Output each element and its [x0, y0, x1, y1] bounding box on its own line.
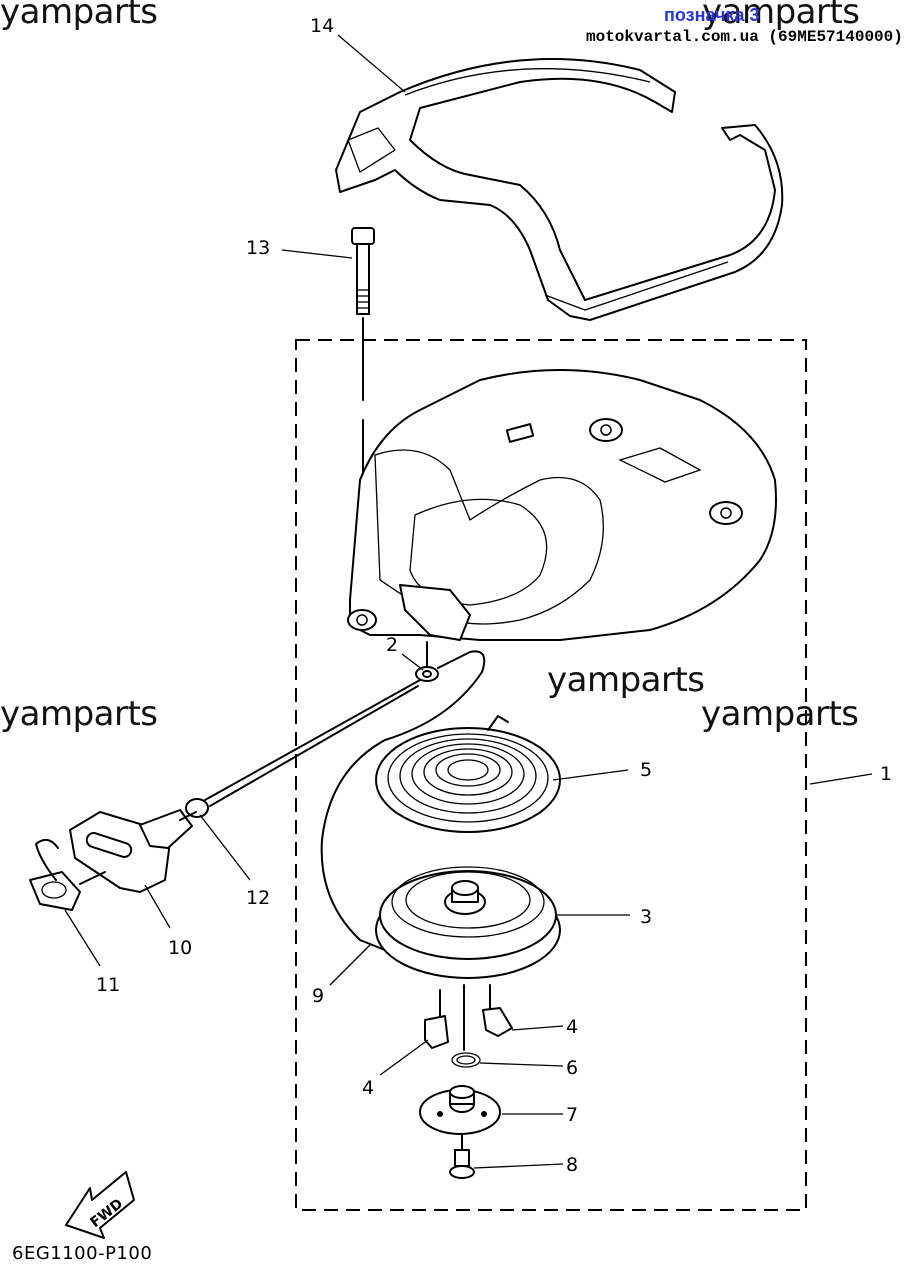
callout-4a: 4 — [566, 1016, 578, 1038]
callout-1: 1 — [880, 763, 892, 785]
part-9-starter-rope — [320, 650, 486, 951]
callout-12: 12 — [246, 887, 270, 909]
callout-11: 11 — [96, 974, 120, 996]
part-5-spiral-spring — [375, 715, 561, 833]
part-2-grommet — [415, 641, 439, 682]
part-14-cover-frame — [335, 58, 784, 321]
callout-4b: 4 — [362, 1077, 374, 1099]
callout-2: 2 — [386, 634, 398, 656]
watermark: yamparts — [701, 694, 859, 734]
watermark: yamparts — [702, 0, 860, 32]
leader-lines — [64, 34, 873, 1169]
callout-6: 6 — [566, 1057, 578, 1079]
callout-5: 5 — [640, 759, 652, 781]
callout-numbers: 14 13 2 1 5 12 3 10 11 9 4 6 4 7 8 — [96, 15, 892, 1176]
part-11-rope-clip — [29, 838, 106, 911]
callout-7: 7 — [566, 1104, 578, 1126]
part-12-rope-guide — [185, 679, 421, 818]
callout-13: 13 — [246, 237, 270, 259]
callout-3: 3 — [640, 906, 652, 928]
callout-8: 8 — [566, 1154, 578, 1176]
starter-housing — [347, 369, 777, 641]
callout-10: 10 — [168, 937, 192, 959]
fwd-arrow-icon: FWD — [65, 1171, 135, 1239]
drawing-code: 6EG1100-P100 — [12, 1243, 153, 1264]
site-reference: motokvartal.com.ua (69ME57140000) — [586, 28, 903, 46]
part-7-drive-plate — [419, 1085, 501, 1135]
callout-9: 9 — [312, 985, 324, 1007]
mark-label: позначка 3 — [664, 5, 760, 25]
part-10-starter-handle — [69, 809, 197, 893]
part-3-rope-pulley — [375, 866, 561, 979]
part-6-washer — [451, 984, 481, 1068]
watermark: yamparts — [547, 660, 705, 700]
watermark: yamparts — [0, 0, 158, 32]
watermark: yamparts — [0, 694, 158, 734]
callout-14: 14 — [310, 15, 334, 37]
part-1-assembly-boundary — [295, 339, 807, 1211]
part-8-center-bolt — [449, 1134, 475, 1179]
part-4-drive-pawls — [424, 984, 513, 1049]
